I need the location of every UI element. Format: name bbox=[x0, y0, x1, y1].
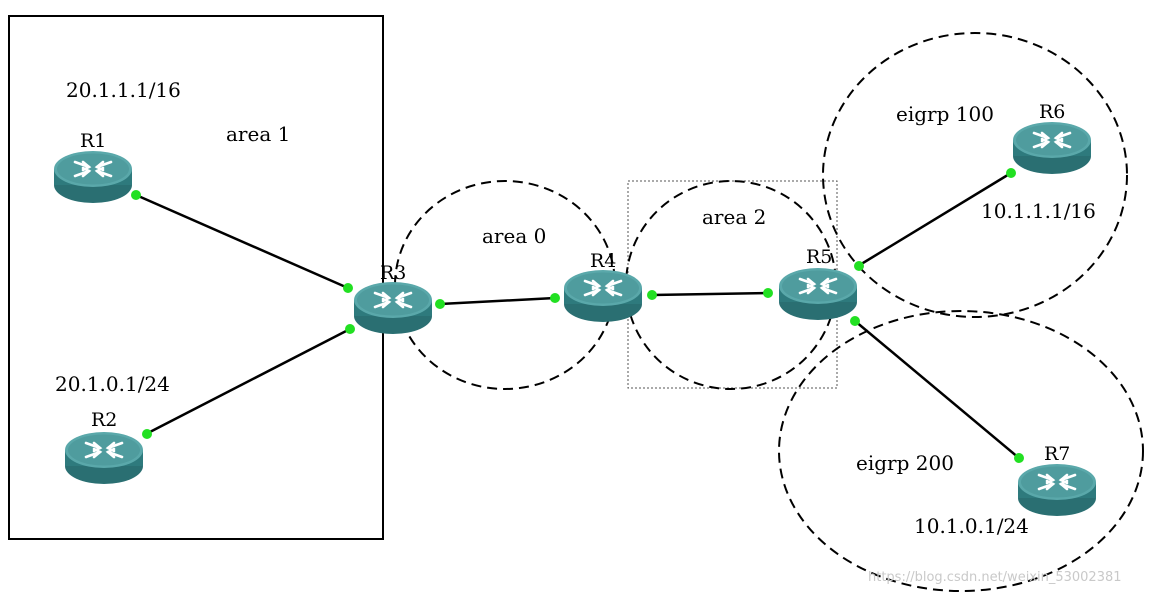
router-r3[interactable] bbox=[352, 280, 434, 336]
router-r5[interactable] bbox=[777, 266, 859, 322]
eigrp100-label: eigrp 100 bbox=[896, 102, 994, 126]
r2-network-label: 20.1.0.1/24 bbox=[55, 372, 170, 396]
link-r3-r4 bbox=[439, 296, 556, 306]
eigrp200-circle bbox=[778, 310, 1144, 592]
link-r4-r5 bbox=[651, 291, 769, 297]
port-r3-c bbox=[435, 299, 445, 309]
port-r3-b bbox=[345, 324, 355, 334]
link-r1-r3 bbox=[135, 193, 349, 290]
r7-network-label: 10.1.0.1/24 bbox=[914, 514, 1029, 538]
port-r4-b bbox=[647, 290, 657, 300]
r1-network-label: 20.1.1.1/16 bbox=[66, 78, 181, 102]
router-r7-label: R7 bbox=[1044, 443, 1070, 465]
link-r5-r7 bbox=[854, 320, 1020, 459]
r6-network-label: 10.1.1.1/16 bbox=[981, 199, 1096, 223]
router-r2-label: R2 bbox=[91, 409, 117, 431]
router-r3-label: R3 bbox=[380, 262, 406, 284]
eigrp200-label: eigrp 200 bbox=[856, 451, 954, 475]
link-r5-r6 bbox=[857, 171, 1012, 268]
area0-label: area 0 bbox=[482, 224, 546, 248]
port-r1 bbox=[131, 190, 141, 200]
port-r6 bbox=[1006, 168, 1016, 178]
port-r2 bbox=[142, 429, 152, 439]
port-r5-a bbox=[763, 288, 773, 298]
router-r7[interactable] bbox=[1016, 462, 1098, 518]
area2-label: area 2 bbox=[702, 205, 766, 229]
area1-label: area 1 bbox=[226, 122, 290, 146]
port-r3-a bbox=[343, 283, 353, 293]
router-r6-label: R6 bbox=[1039, 101, 1065, 123]
router-r1-label: R1 bbox=[80, 130, 106, 152]
port-r5-b bbox=[854, 261, 864, 271]
router-r4[interactable] bbox=[562, 268, 644, 324]
router-r5-label: R5 bbox=[806, 246, 832, 268]
router-r6[interactable] bbox=[1011, 120, 1093, 176]
port-r5-c bbox=[850, 316, 860, 326]
area1-boundary bbox=[8, 15, 384, 540]
eigrp100-circle bbox=[822, 32, 1128, 318]
watermark: https://blog.csdn.net/weixin_53002381 bbox=[868, 570, 1122, 585]
router-r4-label: R4 bbox=[590, 250, 616, 272]
link-r2-r3 bbox=[145, 327, 351, 436]
router-r1[interactable] bbox=[52, 149, 134, 205]
port-r4-a bbox=[550, 293, 560, 303]
router-r2[interactable] bbox=[63, 430, 145, 486]
port-r7 bbox=[1014, 453, 1024, 463]
